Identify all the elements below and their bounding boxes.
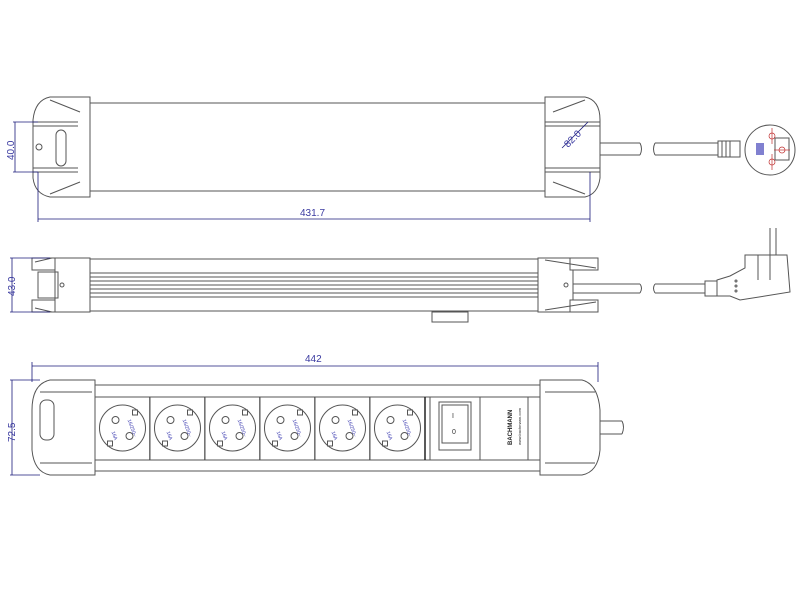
dim-label-442: 442 (305, 354, 322, 365)
earth-clip (217, 440, 223, 447)
socket-hole (125, 432, 134, 440)
side-right-endcap (537, 257, 599, 313)
socket-row: 16A 16/250~ 16A 16/250~ 16A 16/250~ 16A 16/250~… (94, 396, 426, 461)
plug-face-top (744, 124, 796, 176)
top-left-endcap (32, 96, 91, 198)
socket-hole (111, 416, 120, 424)
brand-name: BACHMANN (508, 410, 514, 445)
side-cable (573, 228, 791, 301)
dim-label-43: 43.0 (7, 276, 18, 296)
socket-hole (400, 432, 409, 440)
front-cable (600, 420, 624, 435)
dim-label-40: 40.0 (6, 140, 17, 160)
brand-panel: BACHMANN www.bachmann.com (508, 397, 529, 460)
socket-hole (386, 416, 395, 424)
socket: 16A 16/250~ (259, 396, 316, 461)
dimension-side-height: 43.0 (7, 257, 50, 313)
socket-hole (180, 432, 189, 440)
switch-on-label: I (452, 413, 454, 420)
switch-off-label: 0 (452, 429, 456, 436)
top-right-endcap (544, 96, 601, 198)
socket-hole (331, 416, 340, 424)
dim-label-431: 431.7 (300, 208, 325, 219)
socket-hole (290, 432, 299, 440)
socket-face (264, 404, 311, 452)
socket: 16A 16/250~ (149, 396, 206, 461)
socket-rating-label: 16/250~ (181, 419, 193, 438)
side-left-endcap (31, 257, 91, 313)
socket-rating-label: 16/250~ (291, 419, 303, 438)
dimension-top-width: 40.0 (6, 121, 38, 173)
socket-face (154, 404, 201, 452)
socket-rating-label: 16/250~ (401, 419, 413, 438)
socket-face (209, 404, 256, 452)
front-left-endcap (31, 379, 96, 476)
socket-current-label: 16A (275, 431, 284, 442)
earth-clip (382, 440, 388, 447)
mounting-clip (431, 311, 469, 323)
side-ribs (90, 272, 540, 298)
dim-label-72: 72.5 (7, 422, 18, 442)
socket-rating-label: 16/250~ (126, 419, 138, 438)
dimension-top-length: 431.7 (37, 172, 591, 222)
earth-clip (132, 409, 138, 416)
socket-hole (276, 416, 285, 424)
earth-clip (272, 440, 278, 447)
socket-hole (345, 432, 354, 440)
socket-current-label: 16A (220, 431, 229, 442)
earth-clip (352, 409, 358, 416)
side-view: 43.0 (7, 228, 791, 323)
earth-clip (187, 409, 193, 416)
earth-clip (242, 409, 248, 416)
socket-current-label: 16A (330, 431, 339, 442)
front-view: 16A 16/250~ 16A 16/250~ 16A 16/250~ 16A 16/250~… (7, 354, 624, 476)
socket-current-label: 16A (385, 431, 394, 442)
socket: 16A 16/250~ (204, 396, 261, 461)
front-right-endcap (539, 379, 601, 476)
earth-clip (162, 440, 168, 447)
socket-current-label: 16A (165, 431, 174, 442)
dimension-front-height: 72.5 (7, 379, 40, 476)
socket-current-label: 16A (110, 431, 119, 442)
socket-face (374, 404, 421, 452)
power-switch[interactable]: I 0 (429, 396, 481, 461)
socket: 16A 16/250~ (369, 396, 426, 461)
top-view: 40.0 82.0 431.7 (6, 96, 796, 222)
dimension-front-length: 442 (31, 354, 599, 382)
brand-url: www.bachmann.com (517, 407, 522, 445)
socket: 16A 16/250~ (314, 396, 371, 461)
socket-hole (235, 432, 244, 440)
earth-clip (297, 409, 303, 416)
socket-face (99, 404, 146, 452)
earth-clip (107, 440, 113, 447)
earth-clip (327, 440, 333, 447)
top-cable (600, 140, 741, 158)
earth-clip (407, 409, 413, 416)
socket-rating-label: 16/250~ (346, 419, 358, 438)
socket-hole (221, 416, 230, 424)
socket: 16A 16/250~ (94, 396, 151, 461)
socket-hole (166, 416, 175, 424)
top-body (89, 102, 546, 192)
socket-rating-label: 16/250~ (236, 419, 248, 438)
socket-face (319, 404, 366, 452)
